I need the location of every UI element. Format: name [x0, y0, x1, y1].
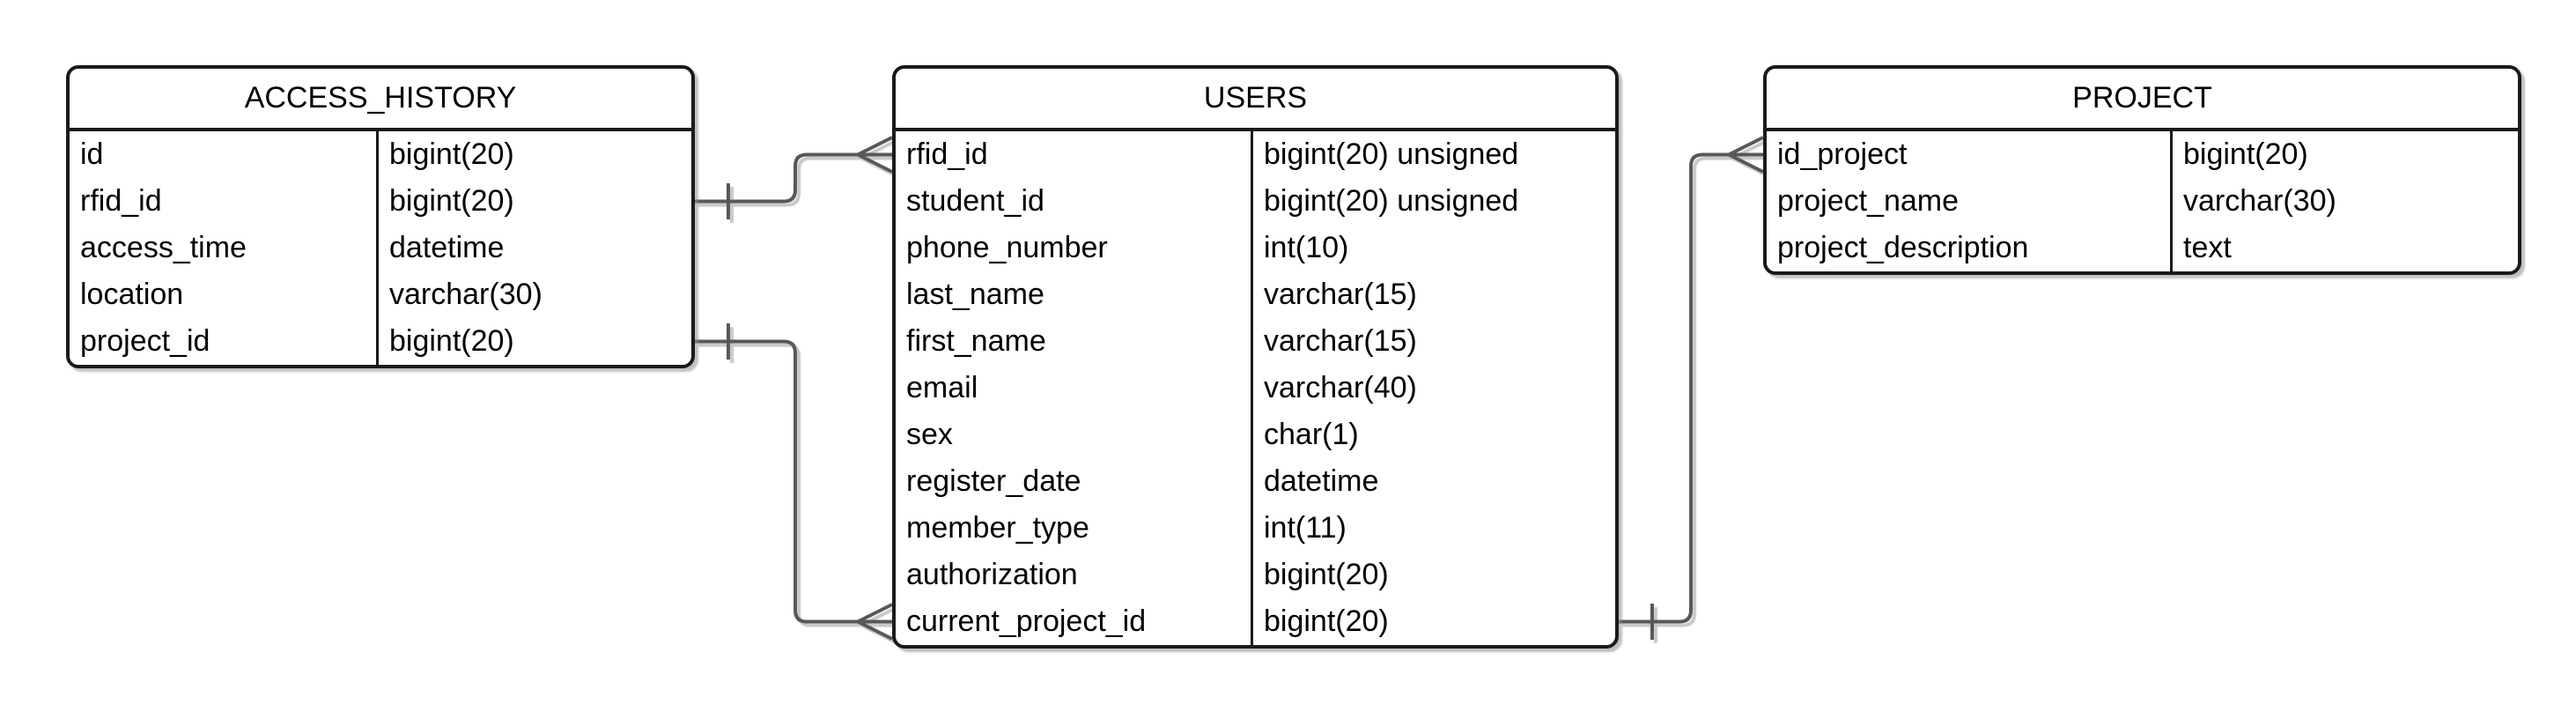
- column-type: varchar(15): [1264, 324, 1417, 358]
- relationship-access-history-project-to-users-current-project[interactable]: [695, 323, 893, 641]
- column-type: varchar(40): [1264, 371, 1417, 404]
- relationship-users-current-project-to-project-id[interactable]: [1619, 136, 1764, 640]
- column-name: member_type: [896, 505, 1253, 552]
- column-type: bigint(20): [1264, 558, 1389, 591]
- column-type: bigint(20) unsigned: [1264, 184, 1519, 218]
- table-row[interactable]: first_name varchar(15): [896, 318, 1615, 365]
- table-row[interactable]: sex char(1): [896, 412, 1615, 458]
- column-type: bigint(20) unsigned: [1264, 137, 1519, 171]
- column-type: datetime: [1264, 464, 1379, 498]
- column-type: varchar(30): [2183, 184, 2336, 218]
- table-row[interactable]: email varchar(40): [896, 365, 1615, 412]
- table-row[interactable]: student_id bigint(20) unsigned: [896, 178, 1615, 225]
- table-row[interactable]: project_name varchar(30): [1767, 178, 2518, 225]
- column-name: authorization: [896, 552, 1253, 598]
- column-type: text: [2183, 231, 2232, 264]
- column-name: sex: [896, 412, 1253, 458]
- column-type: bigint(20): [1264, 604, 1389, 638]
- column-name: rfid_id: [896, 131, 1253, 178]
- table-row[interactable]: rfid_id bigint(20) unsigned: [896, 131, 1615, 178]
- table-row[interactable]: authorization bigint(20): [896, 552, 1615, 598]
- column-type: int(10): [1264, 231, 1349, 264]
- column-type: datetime: [389, 231, 505, 264]
- table-row[interactable]: access_time datetime: [70, 225, 691, 271]
- column-name: email: [896, 365, 1253, 412]
- entity-access-history[interactable]: ACCESS_HISTORY id bigint(20) rfid_id big…: [66, 65, 695, 368]
- column-type: bigint(20): [389, 324, 514, 358]
- column-name: last_name: [896, 271, 1253, 318]
- table-row[interactable]: register_date datetime: [896, 458, 1615, 505]
- column-type: bigint(20): [389, 184, 514, 218]
- entity-title: PROJECT: [1767, 69, 2518, 131]
- column-name: location: [70, 271, 379, 318]
- table-row[interactable]: id_project bigint(20): [1767, 131, 2518, 178]
- column-name: project_name: [1767, 178, 2173, 225]
- column-name: current_project_id: [896, 598, 1253, 645]
- entity-column-list: id_project bigint(20) project_name varch…: [1767, 131, 2518, 271]
- column-name: id_project: [1767, 131, 2173, 178]
- table-row[interactable]: project_description text: [1767, 225, 2518, 271]
- column-type: bigint(20): [389, 137, 514, 171]
- table-row[interactable]: location varchar(30): [70, 271, 691, 318]
- table-row[interactable]: project_id bigint(20): [70, 318, 691, 365]
- entity-column-list: id bigint(20) rfid_id bigint(20) access_…: [70, 131, 691, 365]
- table-row[interactable]: id bigint(20): [70, 131, 691, 178]
- column-name: access_time: [70, 225, 379, 271]
- entity-users[interactable]: USERS rfid_id bigint(20) unsigned studen…: [892, 65, 1619, 649]
- table-row[interactable]: phone_number int(10): [896, 225, 1615, 271]
- column-type: char(1): [1264, 418, 1359, 451]
- table-row[interactable]: current_project_id bigint(20): [896, 598, 1615, 645]
- column-type: int(11): [1264, 511, 1347, 545]
- crow-foot-many-icon: [857, 136, 893, 174]
- column-name: phone_number: [896, 225, 1253, 271]
- entity-title: ACCESS_HISTORY: [70, 69, 691, 131]
- column-name: first_name: [896, 318, 1253, 365]
- column-type: varchar(15): [1264, 278, 1417, 311]
- crow-foot-many-icon: [857, 603, 893, 641]
- entity-title: USERS: [896, 69, 1615, 131]
- column-name: register_date: [896, 458, 1253, 505]
- connector-line: [695, 152, 892, 204]
- column-type: varchar(30): [389, 278, 543, 311]
- column-name: id: [70, 131, 379, 178]
- table-row[interactable]: last_name varchar(15): [896, 271, 1615, 318]
- relationship-access-history-rfid-to-users-rfid[interactable]: [695, 136, 893, 219]
- column-name: project_description: [1767, 225, 2173, 271]
- connector-line: [1619, 152, 1763, 624]
- column-name: student_id: [896, 178, 1253, 225]
- column-name: rfid_id: [70, 178, 379, 225]
- column-type: bigint(20): [2183, 137, 2308, 171]
- table-row[interactable]: member_type int(11): [896, 505, 1615, 552]
- connector-line: [695, 339, 892, 624]
- entity-project[interactable]: PROJECT id_project bigint(20) project_na…: [1763, 65, 2521, 275]
- crow-foot-many-icon: [1728, 136, 1764, 174]
- column-name: project_id: [70, 318, 379, 365]
- table-row[interactable]: rfid_id bigint(20): [70, 178, 691, 225]
- entity-column-list: rfid_id bigint(20) unsigned student_id b…: [896, 131, 1615, 645]
